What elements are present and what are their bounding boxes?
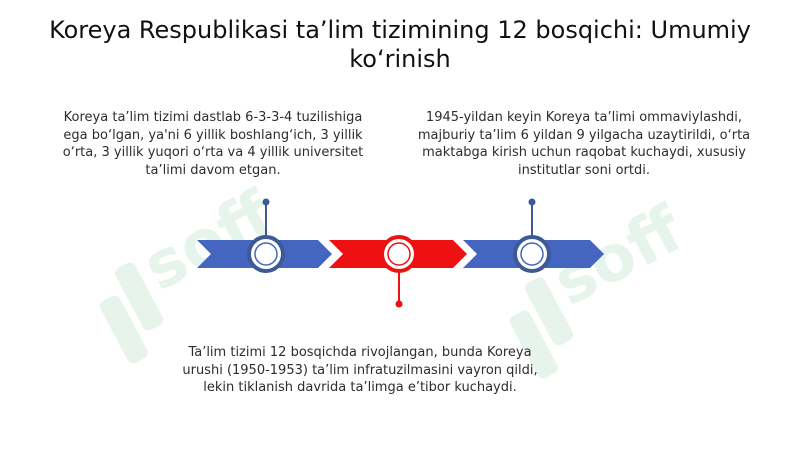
event-text-3: 1945-yildan keyin Koreya ta’limi ommaviy… bbox=[417, 110, 751, 178]
event-text-1: Koreya ta’lim tizimi dastlab 6-3-3-4 tuz… bbox=[62, 110, 364, 178]
slide-title: Koreya Respublikasi ta’lim tizimining 12… bbox=[49, 16, 751, 73]
connector-2-dot bbox=[395, 300, 403, 308]
connector-3-dot bbox=[528, 198, 536, 206]
milestone-3-inner bbox=[520, 242, 544, 266]
milestone-2-inner bbox=[387, 242, 411, 266]
event-text-2: Ta’lim tizimi 12 bosqichda rivojlangan, … bbox=[182, 345, 538, 395]
connector-1-dot bbox=[262, 198, 270, 206]
milestone-1-inner bbox=[254, 242, 278, 266]
